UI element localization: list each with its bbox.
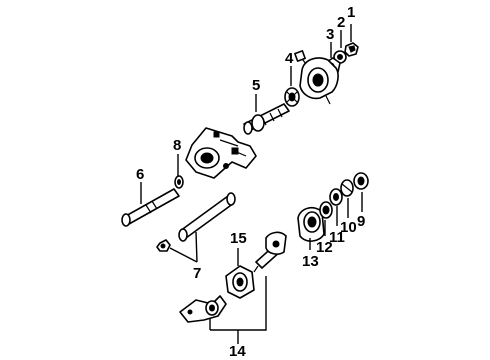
part-12-ring: [319, 201, 333, 219]
part-1-clip: [344, 42, 359, 57]
callout-3: 3: [326, 26, 334, 43]
part-5-upper-shaft: [243, 103, 290, 135]
callout-10: 10: [340, 219, 357, 236]
part-7-tube: [178, 192, 236, 242]
callout-7: 7: [193, 265, 201, 282]
callout-2: 2: [337, 14, 345, 31]
callout-8: 8: [173, 137, 181, 154]
callout-4: 4: [285, 50, 294, 67]
column-housing: [185, 127, 257, 179]
part-4-bearing: [284, 87, 300, 107]
part-8-ring: [174, 175, 184, 189]
callout-11: 11: [329, 229, 345, 246]
lower-shaft-u-joint: [253, 231, 287, 273]
callouts: 1 2 3 4 5 6 7 8 9 10 11 12 13 14 15: [136, 4, 365, 360]
callout-9: 9: [357, 213, 365, 230]
leader-14: [209, 276, 267, 344]
leader-7a: [169, 247, 198, 263]
leader-lines: [140, 24, 363, 344]
callout-6: 6: [136, 166, 144, 183]
callout-12: 12: [316, 239, 333, 256]
callout-15: 15: [230, 230, 247, 247]
part-14-yoke: [179, 295, 227, 323]
part-11-bearing: [329, 188, 343, 206]
callout-13: 13: [302, 253, 319, 270]
callout-1: 1: [347, 4, 355, 21]
part-6-lower-shaft: [121, 188, 180, 227]
callout-14: 14: [229, 343, 246, 360]
callout-5: 5: [252, 77, 260, 94]
part-9-seal: [353, 172, 369, 190]
upper-column-housing: [294, 50, 339, 105]
part-15-coupler: [225, 265, 255, 299]
leader-7b: [195, 231, 198, 263]
part-10-washer: [340, 179, 354, 197]
part-13-bearing-housing: [297, 206, 325, 242]
part-7-bolt: [156, 239, 171, 252]
